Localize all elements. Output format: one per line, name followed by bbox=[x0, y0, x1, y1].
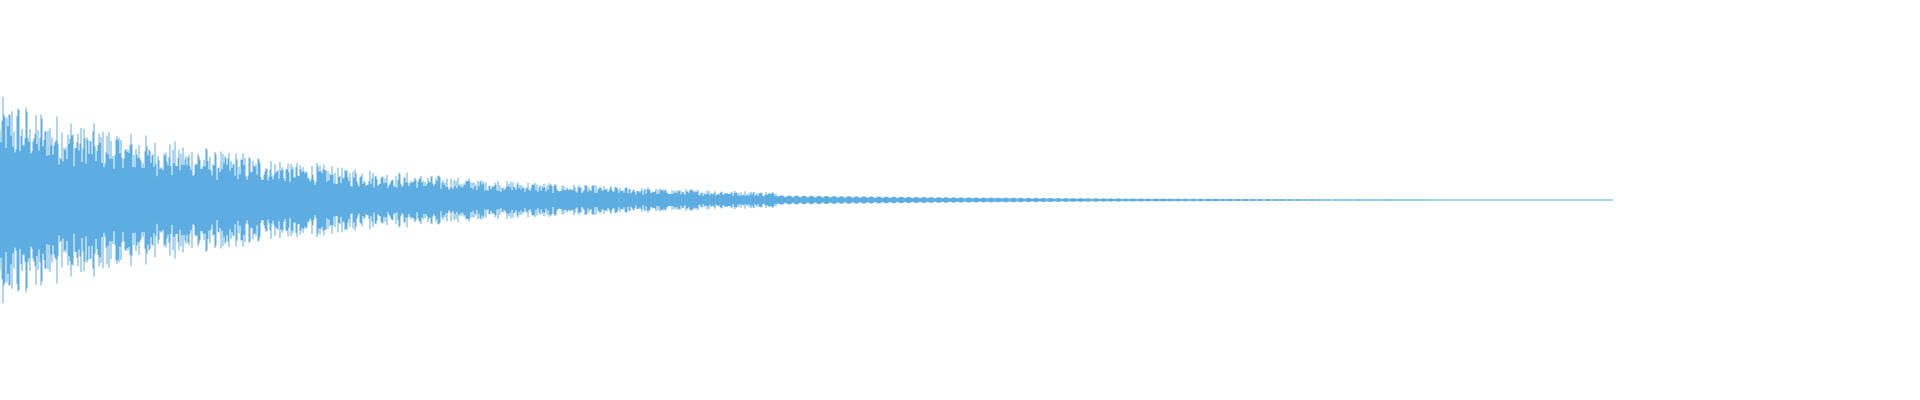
waveform-samples bbox=[0, 97, 1613, 303]
